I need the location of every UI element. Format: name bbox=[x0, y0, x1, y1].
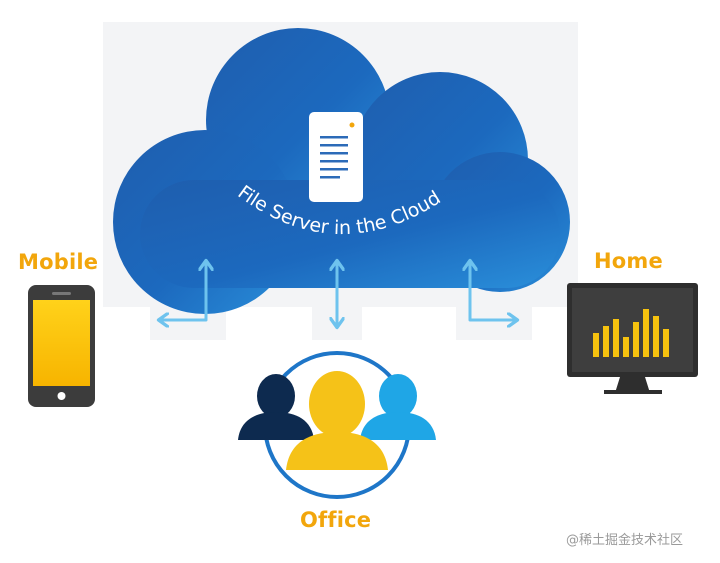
office-label: Office bbox=[300, 508, 372, 532]
arrow-cloud-mobile bbox=[160, 262, 206, 320]
watermark: @稀土掘金技术社区 bbox=[566, 533, 684, 548]
mobile-label: Mobile bbox=[18, 250, 99, 274]
person-center-icon bbox=[286, 371, 388, 470]
person-left-icon bbox=[238, 374, 314, 440]
home-label: Home bbox=[594, 249, 663, 273]
office-people-icon bbox=[238, 351, 436, 499]
arrow-panel-right bbox=[456, 292, 532, 340]
server-icon bbox=[309, 112, 363, 202]
person-right-icon bbox=[360, 374, 436, 440]
mobile-phone-icon bbox=[28, 285, 95, 407]
arrow-cloud-home bbox=[470, 262, 516, 320]
home-monitor-icon bbox=[567, 283, 698, 394]
